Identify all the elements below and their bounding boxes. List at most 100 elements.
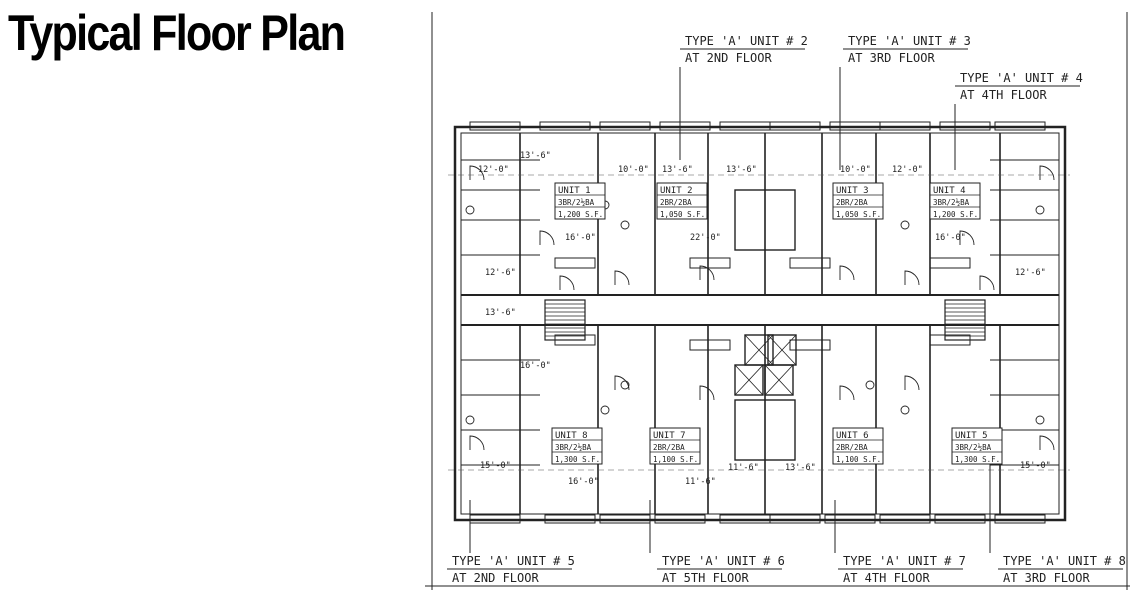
unit-label-box: UNIT 4 3BR/2½BA 1,200 S.F. bbox=[929, 182, 981, 220]
dimension-label: 22'-0" bbox=[690, 233, 721, 243]
door-swing bbox=[904, 375, 920, 391]
window bbox=[769, 121, 821, 131]
room-dimensions: 13'-6"12'-0"10'-0"13'-6"13'-6"10'-0"12'-… bbox=[478, 151, 1051, 487]
page-title: Typical Floor Plan bbox=[8, 5, 346, 61]
unit-box bbox=[929, 182, 981, 220]
door-swing bbox=[539, 230, 555, 246]
counter bbox=[554, 334, 596, 346]
callout-label: TYPE 'A' UNIT # 3 bbox=[848, 34, 971, 48]
dimension-label: 13'-6" bbox=[785, 463, 816, 473]
unit-name: UNIT 4 bbox=[933, 186, 966, 196]
unit-area: 1,200 S.F. bbox=[933, 210, 978, 219]
dimension-label: 16'-0" bbox=[935, 233, 966, 243]
door-swing bbox=[699, 385, 715, 401]
callout-floor: AT 3RD FLOOR bbox=[848, 51, 935, 65]
callout-floor: AT 5TH FLOOR bbox=[662, 571, 749, 585]
dimension-label: 12'-6" bbox=[1015, 268, 1046, 278]
fixture bbox=[900, 405, 910, 415]
dimension-label: 13'-6" bbox=[485, 308, 516, 318]
unit-type: 3BR/2½BA bbox=[955, 443, 992, 452]
counter bbox=[689, 339, 731, 351]
fixture bbox=[465, 415, 475, 425]
unit-box bbox=[832, 182, 884, 220]
core bbox=[734, 399, 796, 461]
dimension-label: 12'-6" bbox=[485, 268, 516, 278]
dimension-label: 12'-0" bbox=[892, 165, 923, 175]
window bbox=[659, 121, 711, 131]
unit-box bbox=[951, 427, 1003, 465]
counter bbox=[789, 257, 831, 269]
fixture bbox=[900, 220, 910, 230]
window bbox=[934, 514, 986, 524]
window bbox=[654, 514, 706, 524]
unit-type: 3BR/2½BA bbox=[555, 443, 592, 452]
callout-unit-7: TYPE 'A' UNIT # 7AT 4TH FLOOR bbox=[834, 500, 966, 585]
unit-box bbox=[554, 182, 606, 220]
callout-floor: AT 3RD FLOOR bbox=[1003, 571, 1090, 585]
unit-type: 2BR/2BA bbox=[660, 198, 692, 207]
fixture bbox=[1035, 205, 1045, 215]
exterior-wall-inner bbox=[460, 132, 1060, 515]
dimension-label: 11'-6" bbox=[728, 463, 759, 473]
fixture bbox=[600, 405, 610, 415]
dimension-label: 12'-0" bbox=[478, 165, 509, 175]
unit-label-box: UNIT 6 2BR/2BA 1,100 S.F. bbox=[832, 427, 884, 465]
unit-box bbox=[656, 182, 708, 220]
callout-floor: AT 4TH FLOOR bbox=[960, 88, 1047, 102]
dimension-label: 15'-0" bbox=[1020, 461, 1051, 471]
callout-unit-6: TYPE 'A' UNIT # 6AT 5TH FLOOR bbox=[649, 500, 785, 585]
unit-type: 3BR/2½BA bbox=[933, 198, 970, 207]
counter bbox=[789, 339, 831, 351]
unit-area: 1,300 S.F. bbox=[955, 455, 1000, 464]
window bbox=[879, 121, 931, 131]
door-swing bbox=[469, 435, 485, 451]
callout-unit-4: TYPE 'A' UNIT # 4AT 4TH FLOOR bbox=[954, 71, 1083, 170]
dimension-label: 10'-0" bbox=[618, 165, 649, 175]
unit-name: UNIT 5 bbox=[955, 431, 988, 441]
counter bbox=[929, 334, 971, 346]
dimension-label: 15'-0" bbox=[480, 461, 511, 471]
unit-callouts: TYPE 'A' UNIT # 2AT 2ND FLOOR TYPE 'A' UN… bbox=[447, 34, 1126, 585]
callout-unit-8: TYPE 'A' UNIT # 8 AT 3RD FLOOR bbox=[989, 460, 1126, 585]
door-swing bbox=[839, 385, 855, 401]
door-swing bbox=[959, 230, 975, 246]
unit-name: UNIT 2 bbox=[660, 186, 693, 196]
fixture bbox=[620, 220, 630, 230]
window bbox=[599, 121, 651, 131]
unit-label-box: UNIT 8 3BR/2½BA 1,300 S.F. bbox=[551, 427, 603, 465]
door-swing bbox=[699, 265, 715, 281]
window bbox=[544, 514, 596, 524]
elevator-x bbox=[734, 364, 764, 396]
dimension-label: 13'-6" bbox=[726, 165, 757, 175]
unit-type: 2BR/2BA bbox=[836, 443, 868, 452]
door-swing bbox=[559, 275, 575, 291]
exterior-wall bbox=[453, 125, 1067, 522]
door-swing bbox=[839, 265, 855, 281]
door-swing bbox=[979, 275, 995, 291]
unit-name: UNIT 6 bbox=[836, 431, 869, 441]
elevator-x bbox=[764, 364, 794, 396]
callout-label: TYPE 'A' UNIT # 7 bbox=[843, 554, 966, 568]
window bbox=[769, 514, 821, 524]
fixture bbox=[1035, 415, 1045, 425]
unit-name: UNIT 8 bbox=[555, 431, 588, 441]
unit-area: 1,100 S.F. bbox=[836, 455, 881, 464]
window bbox=[879, 514, 931, 524]
unit-area: 1,300 S.F. bbox=[555, 455, 600, 464]
unit-area: 1,100 S.F. bbox=[653, 455, 698, 464]
dimension-label: 13'-6" bbox=[662, 165, 693, 175]
unit-box bbox=[832, 427, 884, 465]
window bbox=[539, 121, 591, 131]
window bbox=[824, 514, 876, 524]
callout-unit-2: TYPE 'A' UNIT # 2AT 2ND FLOOR bbox=[679, 34, 808, 160]
door-swing bbox=[614, 375, 630, 391]
unit-type: 2BR/2BA bbox=[836, 198, 868, 207]
callout-label: TYPE 'A' UNIT # 8 bbox=[1003, 554, 1126, 568]
door-swing bbox=[1039, 165, 1055, 181]
unit-area: 1,050 S.F. bbox=[836, 210, 881, 219]
